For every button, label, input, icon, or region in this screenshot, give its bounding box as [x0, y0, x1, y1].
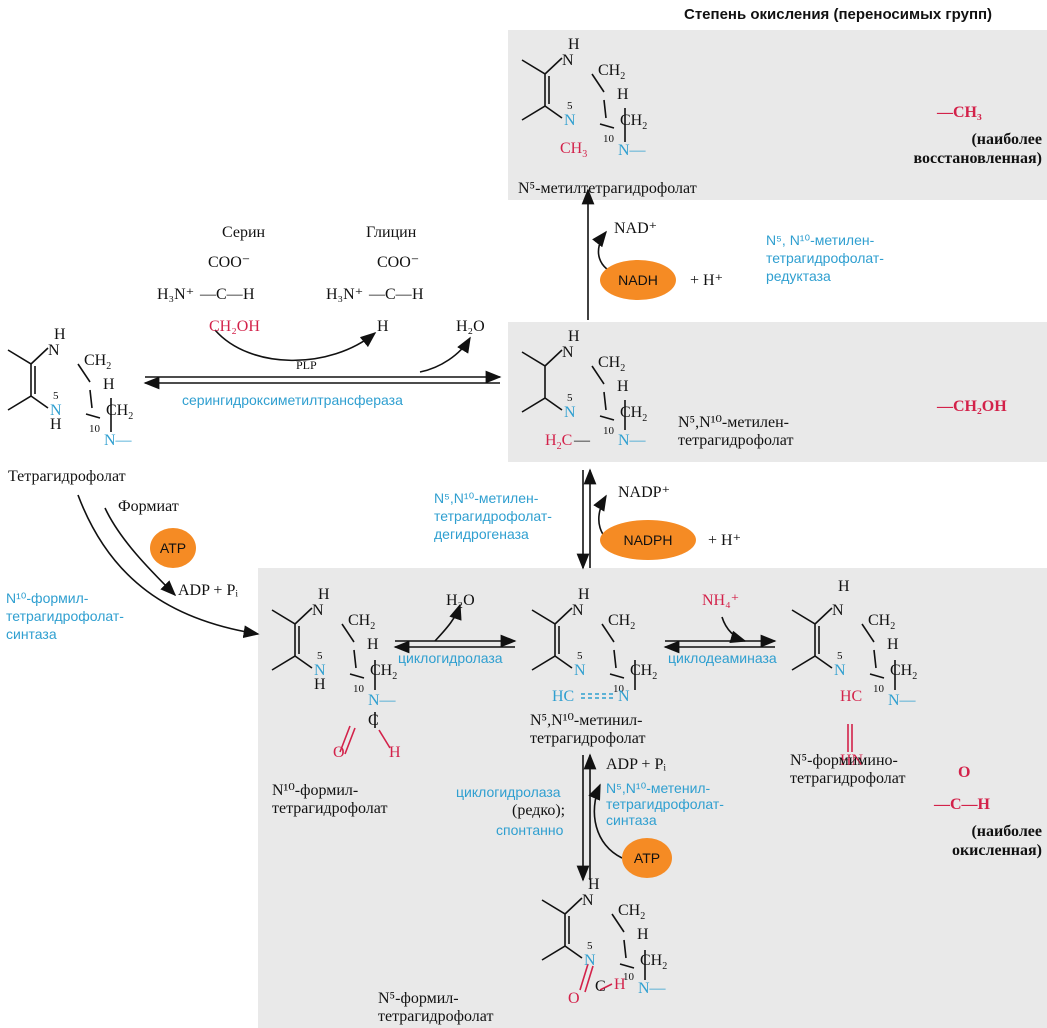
note-most-reduced: (наиболее восстановленная)	[913, 131, 1042, 167]
label-glycine: Глицин	[366, 224, 417, 241]
glycine-h3n: H₃N⁺	[326, 286, 364, 303]
enzyme-fthfs-2: тетрагидрофолат-	[6, 608, 124, 624]
enzyme-mtfs-2: тетрагидрофолат-	[606, 796, 724, 812]
name-formimino-1: N⁵-формимино-	[790, 752, 898, 769]
enzyme-mtfs-1: N⁵,N¹⁰-метенил-	[606, 780, 711, 796]
enzyme-cyclohydrolase-1: циклогидролаза	[398, 650, 503, 666]
label-adp-1: ADP + Pᵢ	[178, 582, 238, 599]
enzyme-shmt: серингидроксиметилтрансфераза	[182, 392, 403, 408]
label-h2o-1: H₂O	[456, 318, 485, 335]
enzyme-mthfr-3: редуктаза	[766, 268, 831, 284]
name-formimino-2: тетрагидрофолат	[790, 770, 906, 787]
group-formyl: —C—H	[934, 796, 990, 813]
band-methylene	[508, 322, 1047, 462]
label-nadp: NADP⁺	[618, 484, 671, 501]
enzyme-cyclodeaminase: циклодеаминаза	[668, 650, 777, 666]
name-formyl5-2: тетрагидрофолат	[378, 1008, 494, 1025]
label-rare: (редко);	[512, 802, 566, 819]
serine-ch2oh: CH₂OH	[209, 318, 260, 335]
name-methenyl-2: тетрагидрофолат	[530, 730, 646, 747]
nadph-oval: NADPH	[600, 520, 696, 560]
serine-h: H	[243, 286, 255, 303]
label-hplus-2: + H⁺	[708, 532, 742, 549]
label-plp: PLP	[296, 358, 317, 372]
glycine-coo: COO⁻	[377, 254, 420, 271]
enzyme-fthfs-1: N¹⁰-формил-	[6, 590, 89, 606]
name-formyl5-1: N⁵-формил-	[378, 990, 459, 1007]
label-nad: NAD⁺	[614, 220, 658, 237]
label-atp-1: ATP	[159, 540, 187, 556]
enzyme-mtfs-3: синтаза	[606, 812, 657, 828]
enzyme-mthfd-3: дегидрогеназа	[434, 526, 529, 542]
label-h2o-2: H₂O	[446, 592, 475, 609]
note-most-oxidized: (наиболее окисленная)	[951, 823, 1042, 859]
name-formyl10-2: тетрагидрофолат	[272, 800, 388, 817]
label-formate: Формиат	[118, 498, 179, 515]
enzyme-mthfd-2: тетрагидрофолат-	[434, 508, 552, 524]
label-spontaneous: спонтанно	[496, 822, 564, 838]
glycine-h2: H	[377, 318, 389, 335]
enzyme-cyclohydrolase-2: циклогидролаза	[456, 784, 561, 800]
header-title: Степень окисления (переносимых групп)	[684, 6, 993, 23]
label-nadph: NADPH	[623, 532, 673, 548]
name-methyl-thf: N⁵-метилтетрагидрофолат	[518, 180, 697, 197]
label-atp-2: ATP	[633, 850, 661, 866]
label-nh4: NH₄⁺	[702, 592, 740, 609]
atp-oval-2: ATP	[622, 838, 672, 878]
enzyme-mthfd-1: N⁵,N¹⁰-метилен-	[434, 490, 539, 506]
name-formyl10-1: N¹⁰-формил-	[272, 782, 359, 799]
band-lower	[258, 568, 1047, 1028]
group-hydroxymethyl: —CH₂OH	[937, 398, 1007, 415]
enzyme-fthfs-3: синтаза	[6, 626, 57, 642]
serine-h3n: H₃N⁺	[157, 286, 195, 303]
enzyme-mthfr-2: тетрагидрофолат-	[766, 250, 884, 266]
label-serine: Серин	[222, 224, 266, 241]
name-methylene-2: тетрагидрофолат	[678, 432, 794, 449]
name-methenyl-1: N⁵,N¹⁰-метинил-	[530, 712, 643, 729]
glycine-h: H	[412, 286, 424, 303]
name-methylene-1: N⁵,N¹⁰-метилен-	[678, 414, 789, 431]
serine-coo: COO⁻	[208, 254, 251, 271]
enzyme-mthfr-1: N⁵, N¹⁰-метилен-	[766, 232, 875, 248]
nadh-oval: NADH	[600, 260, 676, 300]
label-nadh: NADH	[618, 272, 658, 288]
band-methyl	[508, 30, 1047, 200]
group-methyl: —CH₃	[937, 104, 982, 121]
atp-oval-1: ATP	[150, 528, 196, 568]
label-adp-2: ADP + Pᵢ	[606, 756, 666, 773]
name-thf: Тетрагидрофолат	[8, 468, 126, 485]
label-hplus-1: + H⁺	[690, 272, 724, 289]
